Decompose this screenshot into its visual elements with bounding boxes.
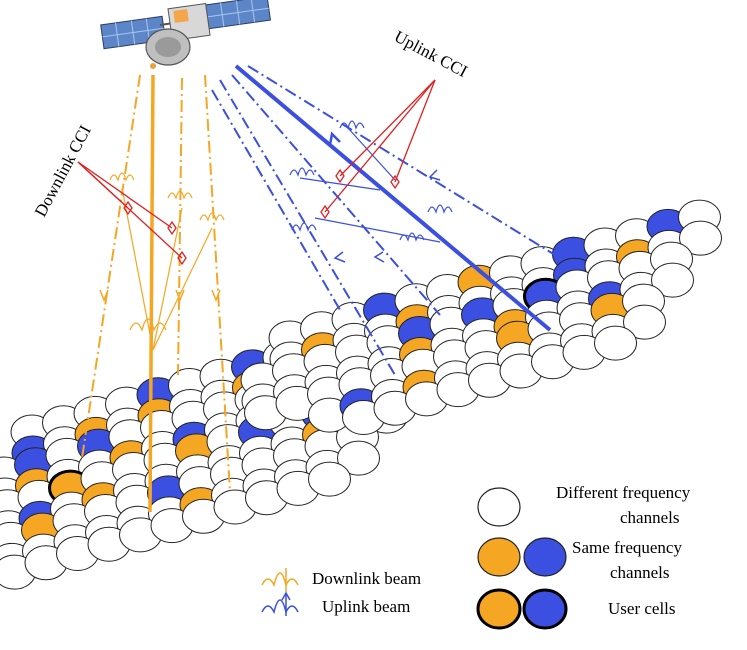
beam-glyph-icon — [199, 212, 225, 222]
legend-user-cell-orange — [476, 588, 522, 630]
legend-user-cells: User cells — [608, 599, 676, 618]
cell-different-frequency — [679, 220, 722, 256]
arrow-icon — [175, 289, 185, 303]
cci-pointers — [77, 79, 436, 266]
uplink-cci-beam — [231, 74, 441, 316]
uplink-interference-line — [347, 127, 396, 181]
interference-marker-icon — [167, 220, 177, 236]
legend-same-cell-blue — [523, 537, 567, 577]
downlink-main-beam — [148, 74, 155, 513]
satellite-icon — [100, 0, 271, 69]
legend-different-label-2: channels — [620, 508, 679, 527]
legend-different-cell — [477, 487, 521, 527]
uplink-main-beam — [234, 64, 552, 332]
uplink-interference-line — [314, 217, 441, 243]
uplink-cci-beam — [247, 65, 556, 256]
uplink-beam-legend-icon — [261, 599, 299, 615]
interference-marker-icon — [335, 168, 345, 184]
interference-marker-icon — [123, 200, 133, 216]
arrow-icon — [373, 251, 385, 263]
legend-different-label-1: Different frequency — [556, 483, 691, 502]
cell-grid — [0, 199, 722, 590]
interference-marker-icon — [390, 174, 400, 190]
legend-same-label-2: channels — [610, 563, 669, 582]
cell-different-frequency — [623, 304, 666, 340]
legend-same-label-1: Same frequency — [572, 538, 682, 557]
downlink-cci-beam — [81, 74, 141, 459]
cell-different-frequency — [594, 325, 637, 361]
cell-different-frequency — [651, 262, 694, 298]
arrow-icon — [328, 131, 341, 146]
downlink-interference-line — [152, 227, 213, 351]
uplink-cci-beam — [211, 89, 341, 311]
downlink-cci-beam — [204, 74, 231, 493]
legend-same-cell-orange — [477, 537, 521, 577]
beam-glyph-icon — [167, 190, 193, 200]
cell-different-frequency — [308, 461, 351, 497]
legend-downlink-beam: Downlink beam — [312, 569, 421, 588]
beam-glyph-icon — [289, 167, 315, 177]
beam-glyph-icon — [109, 172, 135, 182]
legend-user-cell-blue — [522, 588, 568, 630]
uplink-interference-line — [299, 177, 381, 191]
arrow-icon — [99, 289, 109, 303]
downlink-cci-beam — [177, 77, 183, 376]
beam-glyph-icon — [399, 232, 425, 242]
cell-different-frequency — [337, 440, 380, 476]
downlink-interference-line — [121, 187, 154, 351]
arrow-icon — [333, 251, 346, 263]
uplink-cci-label: Uplink CCI — [391, 27, 471, 81]
downlink-interference-line — [152, 207, 183, 351]
beam-glyph-icon — [339, 120, 365, 130]
downlink-cci-label: Downlink CCI — [31, 122, 95, 220]
uplink-beams — [211, 64, 556, 376]
legend: Downlink beam Uplink beam Different freq… — [261, 483, 691, 630]
interference-marker-icon — [177, 250, 187, 266]
arrow-icon — [428, 169, 441, 181]
downlink-beam-legend-icon — [261, 572, 299, 588]
arrow-icon — [211, 289, 221, 303]
downlink-beams — [81, 74, 231, 513]
beam-glyph-icon — [129, 318, 167, 332]
beam-glyph-icon — [291, 222, 317, 232]
interference-marker-icon — [320, 204, 330, 220]
legend-uplink-beam: Uplink beam — [322, 597, 410, 616]
beam-glyph-icon — [427, 204, 453, 214]
